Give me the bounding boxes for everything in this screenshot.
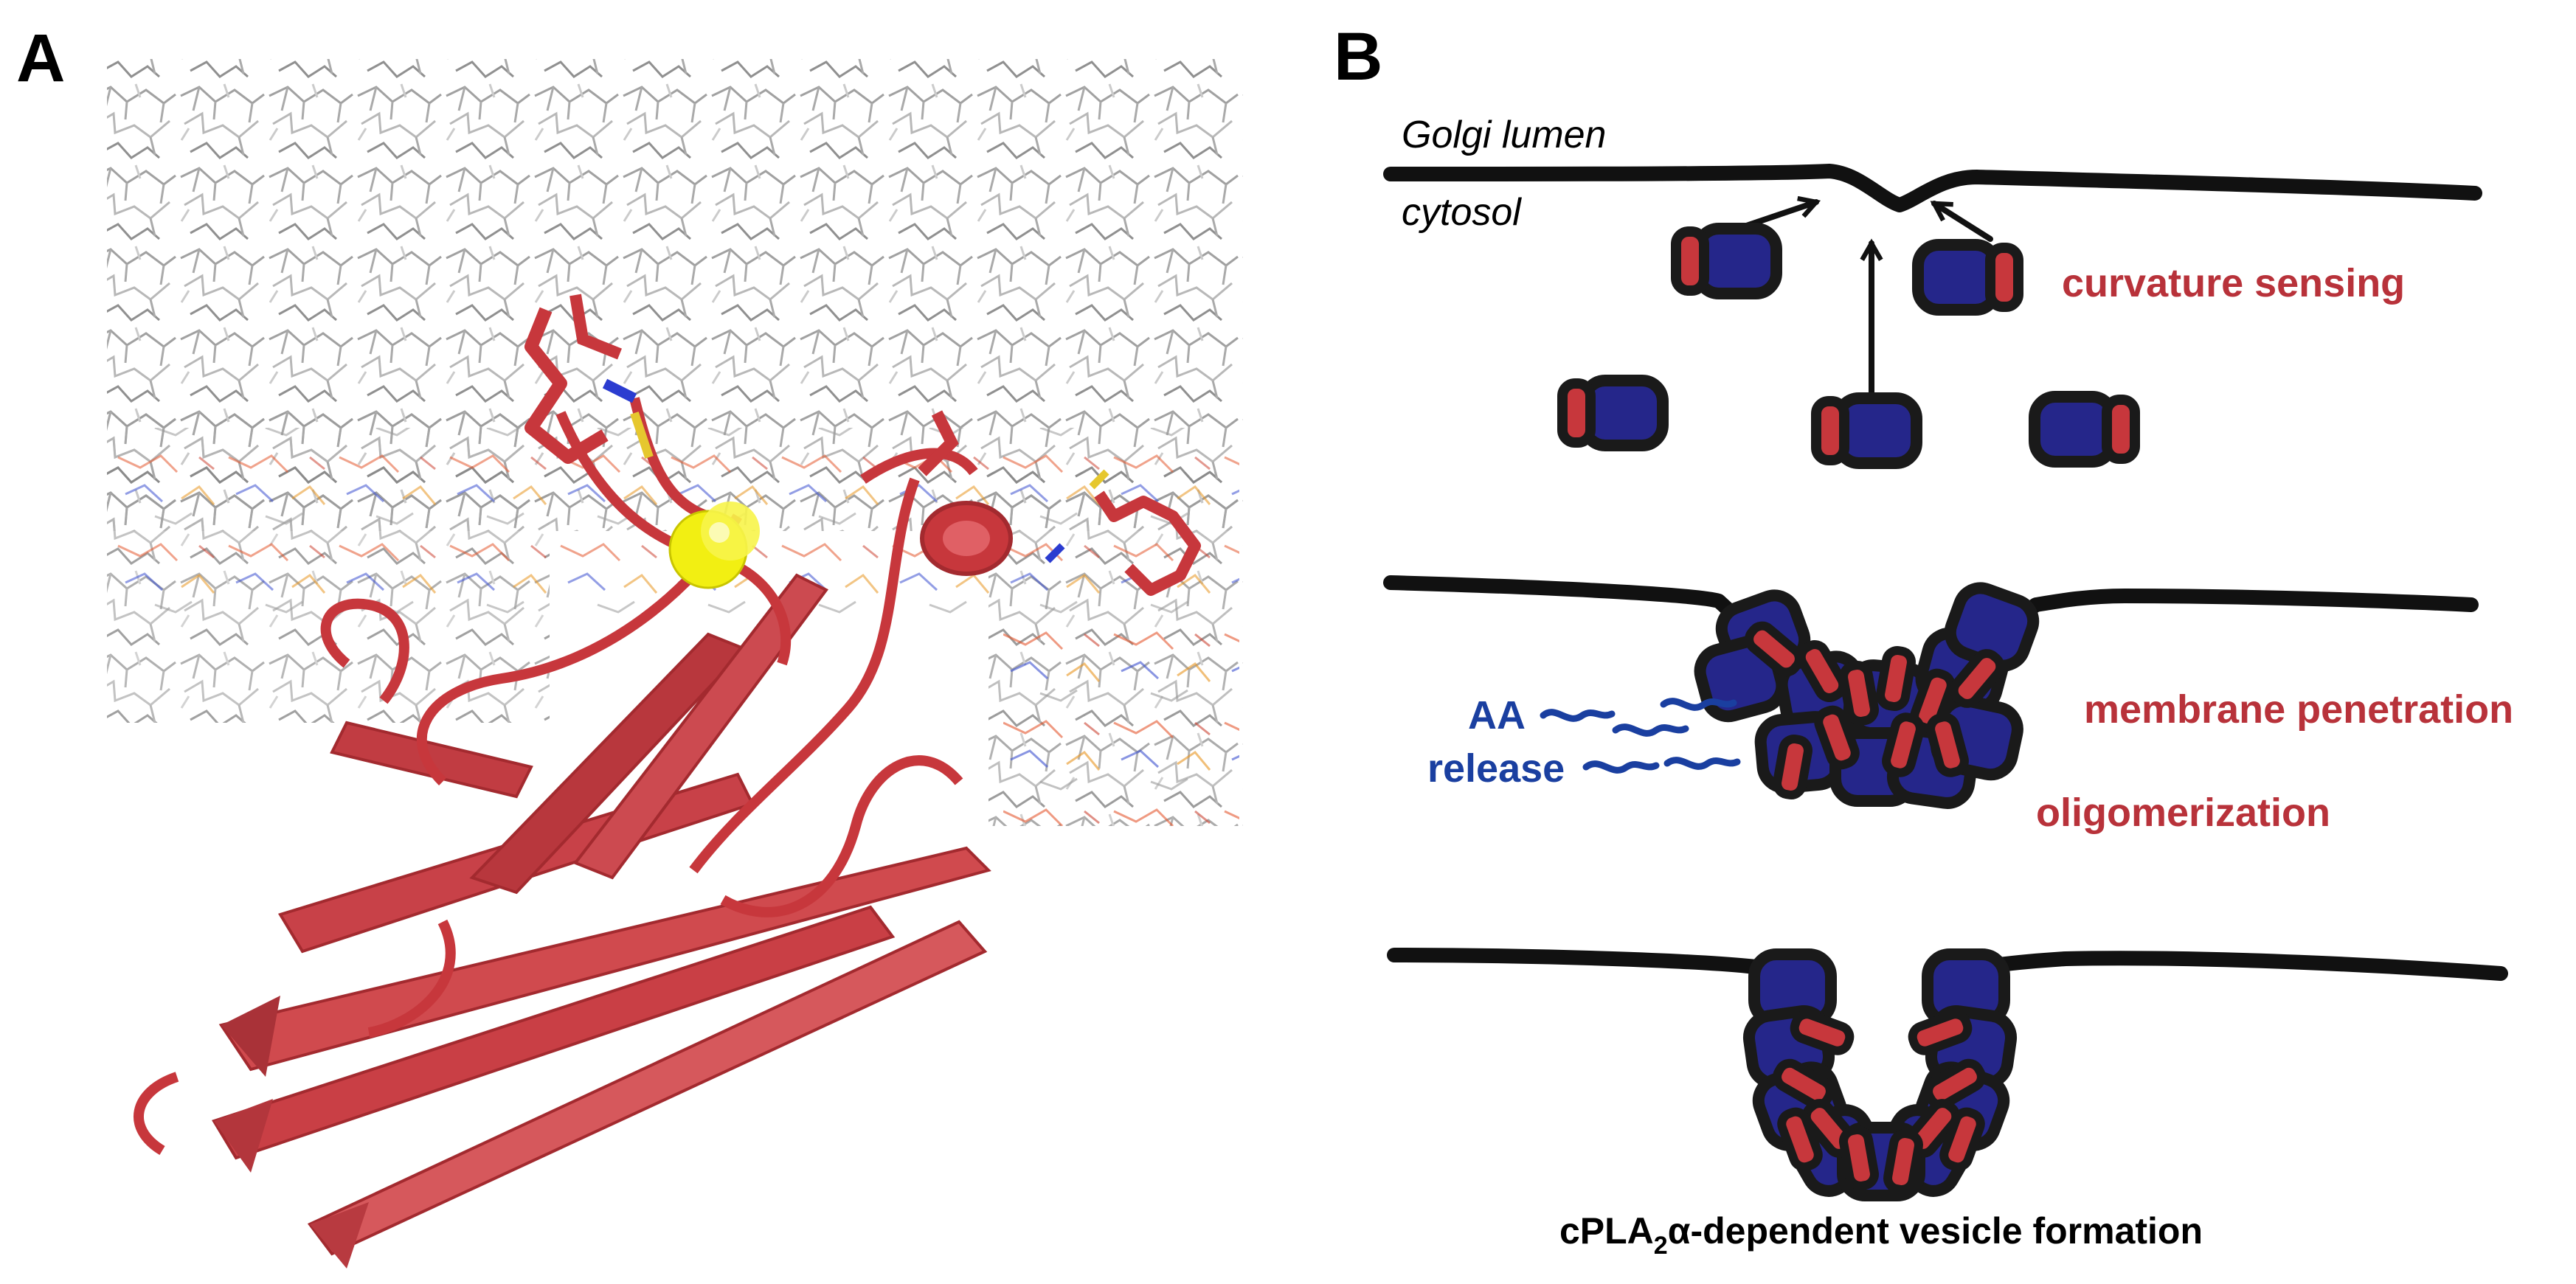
caption-prefix: cPLA [1559,1210,1654,1252]
side-chains-right [918,410,1201,596]
aa-label: AA [1468,693,1526,738]
curvature-sensing-label: curvature sensing [2062,261,2405,305]
oligomerization-label: oligomerization [2036,791,2330,835]
protein-domain-icon [1676,229,1776,294]
membrane-stage-3-right [1944,951,2508,981]
c2-domain-ribbon [134,294,1201,1269]
golgi-lumen-label: Golgi lumen [1402,114,1606,156]
side-chains-left [524,294,654,464]
arrow-icon [1930,201,1993,242]
panel-b-letter: B [1334,19,1382,94]
protein-oligomer-stage-3 [1746,954,2014,1199]
lipid-wave-icon [1540,698,1741,774]
protein-domain-icon [1562,381,1663,445]
membrane-stage-1 [1383,164,2482,212]
caption-subscript: 2 [1654,1232,1668,1260]
membrane-stage-3-left [1387,948,1811,979]
membrane-penetration-label: membrane penetration [2084,687,2513,732]
panel-b: B Golgi lumen cytosol curvature sensing [1334,19,2513,1260]
cytosol-label: cytosol [1402,191,1522,234]
release-label: release [1427,746,1565,791]
panel-a: A [16,21,1243,1269]
protein-domain-icon [1918,245,2018,310]
lipid-bilayer [107,59,1243,826]
caption-suffix: α-dependent vesicle formation [1668,1210,2203,1252]
protein-domain-icon [2035,397,2135,462]
panel-a-letter: A [16,21,65,96]
protein-domain-icon [1816,398,1917,463]
calcium-ion-icon [668,502,760,589]
protein-oligomer-stage-2 [1695,582,2040,806]
vesicle-formation-caption: cPLA2α-dependent vesicle formation [1559,1210,2203,1260]
